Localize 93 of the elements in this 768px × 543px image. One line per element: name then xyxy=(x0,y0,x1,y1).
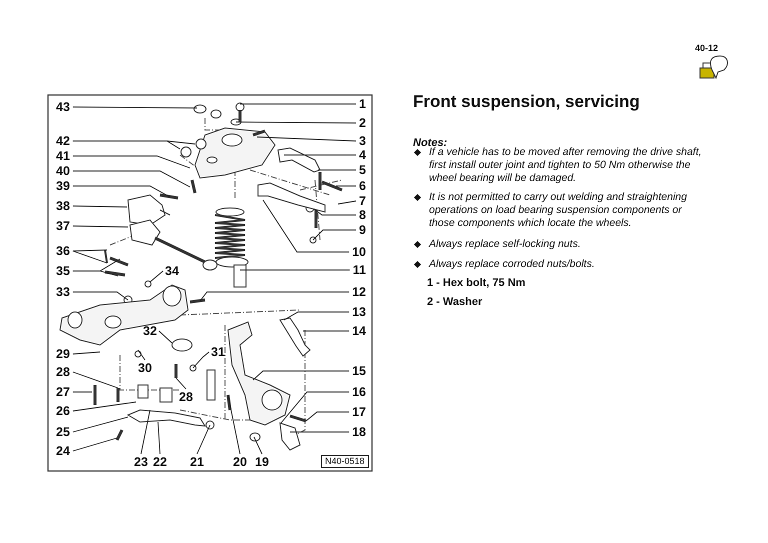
callout-number: 29 xyxy=(56,347,70,361)
callout-number: 35 xyxy=(56,264,70,278)
leader-line xyxy=(192,352,210,368)
item-description: 2 - Washer xyxy=(427,296,482,309)
leader-line xyxy=(338,200,356,204)
leader-line xyxy=(72,372,118,388)
callout-number: 25 xyxy=(56,425,70,439)
callout-number: 42 xyxy=(56,134,70,148)
note-text: It is not permitted to carry out welding and straightening operations on load bearing suspension components or those components which locate the wheels. xyxy=(413,191,705,230)
leader-line xyxy=(262,200,350,252)
callout-number: 1 xyxy=(359,97,366,111)
callout-number: 17 xyxy=(352,405,366,419)
leader-line xyxy=(228,394,240,454)
callout-number: 22 xyxy=(153,455,167,469)
callout-number: 38 xyxy=(56,199,70,213)
callout-number: 20 xyxy=(233,455,247,469)
callout-number: 6 xyxy=(359,179,366,193)
leader-line xyxy=(284,312,350,320)
page-title: Front suspension, servicing xyxy=(413,92,640,112)
leader-line xyxy=(140,410,150,454)
callout-number: 41 xyxy=(56,149,70,163)
callout-number: 21 xyxy=(190,455,204,469)
callout-number: 4 xyxy=(359,148,366,162)
callout-number: 28 xyxy=(56,365,70,379)
leader-line xyxy=(312,230,356,240)
callout-number: 19 xyxy=(255,455,269,469)
callout-number: 27 xyxy=(56,385,70,399)
callout-number: 2 xyxy=(359,116,366,130)
leader-line xyxy=(302,330,350,332)
leader-line xyxy=(236,122,356,124)
leader-line xyxy=(306,412,350,422)
callout-number: 12 xyxy=(352,285,366,299)
callout-number: 33 xyxy=(56,285,70,299)
figure-number: N40-0518 xyxy=(321,455,369,468)
callout-number: 8 xyxy=(359,208,366,222)
leader-line xyxy=(284,154,356,156)
callout-number: 10 xyxy=(352,245,366,259)
leader-line xyxy=(72,206,128,208)
leader-line xyxy=(72,250,108,264)
leader-line xyxy=(72,106,198,108)
leader-line xyxy=(254,436,262,454)
leader-line xyxy=(72,352,100,354)
leader-line xyxy=(138,350,146,360)
callout-number: 9 xyxy=(359,223,366,237)
leader-line xyxy=(72,156,190,168)
leader-line xyxy=(176,378,186,390)
callout-number: 32 xyxy=(143,324,157,338)
leader-line xyxy=(72,270,118,276)
leader-line xyxy=(72,186,170,198)
notes-heading: Notes: xyxy=(413,137,448,149)
callout-number: 23 xyxy=(134,455,148,469)
item-description: 1 - Hex bolt, 75 Nm xyxy=(427,277,526,290)
leader-line xyxy=(150,270,164,282)
note-text: If a vehicle has to be moved after removing the drive shaft, first install outer joint and tighten to 50 Nm otherwise the wheel bearing will be damaged. xyxy=(413,146,705,185)
leader-line xyxy=(314,208,356,216)
leader-line xyxy=(200,292,350,302)
leader-line xyxy=(158,330,172,344)
leader-line xyxy=(72,170,190,188)
callout-number: 37 xyxy=(56,219,70,233)
callout-number: 26 xyxy=(56,404,70,418)
leader-line xyxy=(72,226,128,228)
callout-number: 40 xyxy=(56,164,70,178)
leader-line xyxy=(72,140,196,144)
callout-number: 24 xyxy=(56,444,70,458)
callout-number: 28 xyxy=(179,390,193,404)
leader-line xyxy=(72,250,108,252)
page-number: 40-12 xyxy=(695,42,718,55)
note-text: Always replace corroded nuts/bolts. xyxy=(413,258,705,271)
callout-number: 5 xyxy=(359,163,366,177)
leader-line xyxy=(280,392,350,424)
callout-number: 34 xyxy=(165,264,179,278)
callout-number: 18 xyxy=(352,425,366,439)
callout-number: 14 xyxy=(352,324,366,338)
leader-line xyxy=(158,422,160,454)
leader-line xyxy=(72,402,136,412)
callout-number: 36 xyxy=(56,244,70,258)
leader-line xyxy=(256,136,356,142)
callout-number: 31 xyxy=(211,345,225,359)
leader-line xyxy=(252,370,350,380)
callout-number: 11 xyxy=(352,263,366,277)
callout-number: 7 xyxy=(359,194,366,208)
callout-number: 30 xyxy=(138,361,152,375)
leader-line xyxy=(72,438,118,452)
callout-number: 13 xyxy=(352,305,366,319)
callout-number: 15 xyxy=(352,364,366,378)
leader-line xyxy=(72,292,128,300)
callout-number: 39 xyxy=(56,179,70,193)
leader-line xyxy=(196,424,210,454)
note-text: Always replace self-locking nuts. xyxy=(413,238,705,251)
callout-number: 3 xyxy=(359,134,366,148)
callout-number: 43 xyxy=(56,100,70,114)
leader-line xyxy=(72,416,128,432)
callout-number: 16 xyxy=(352,385,366,399)
